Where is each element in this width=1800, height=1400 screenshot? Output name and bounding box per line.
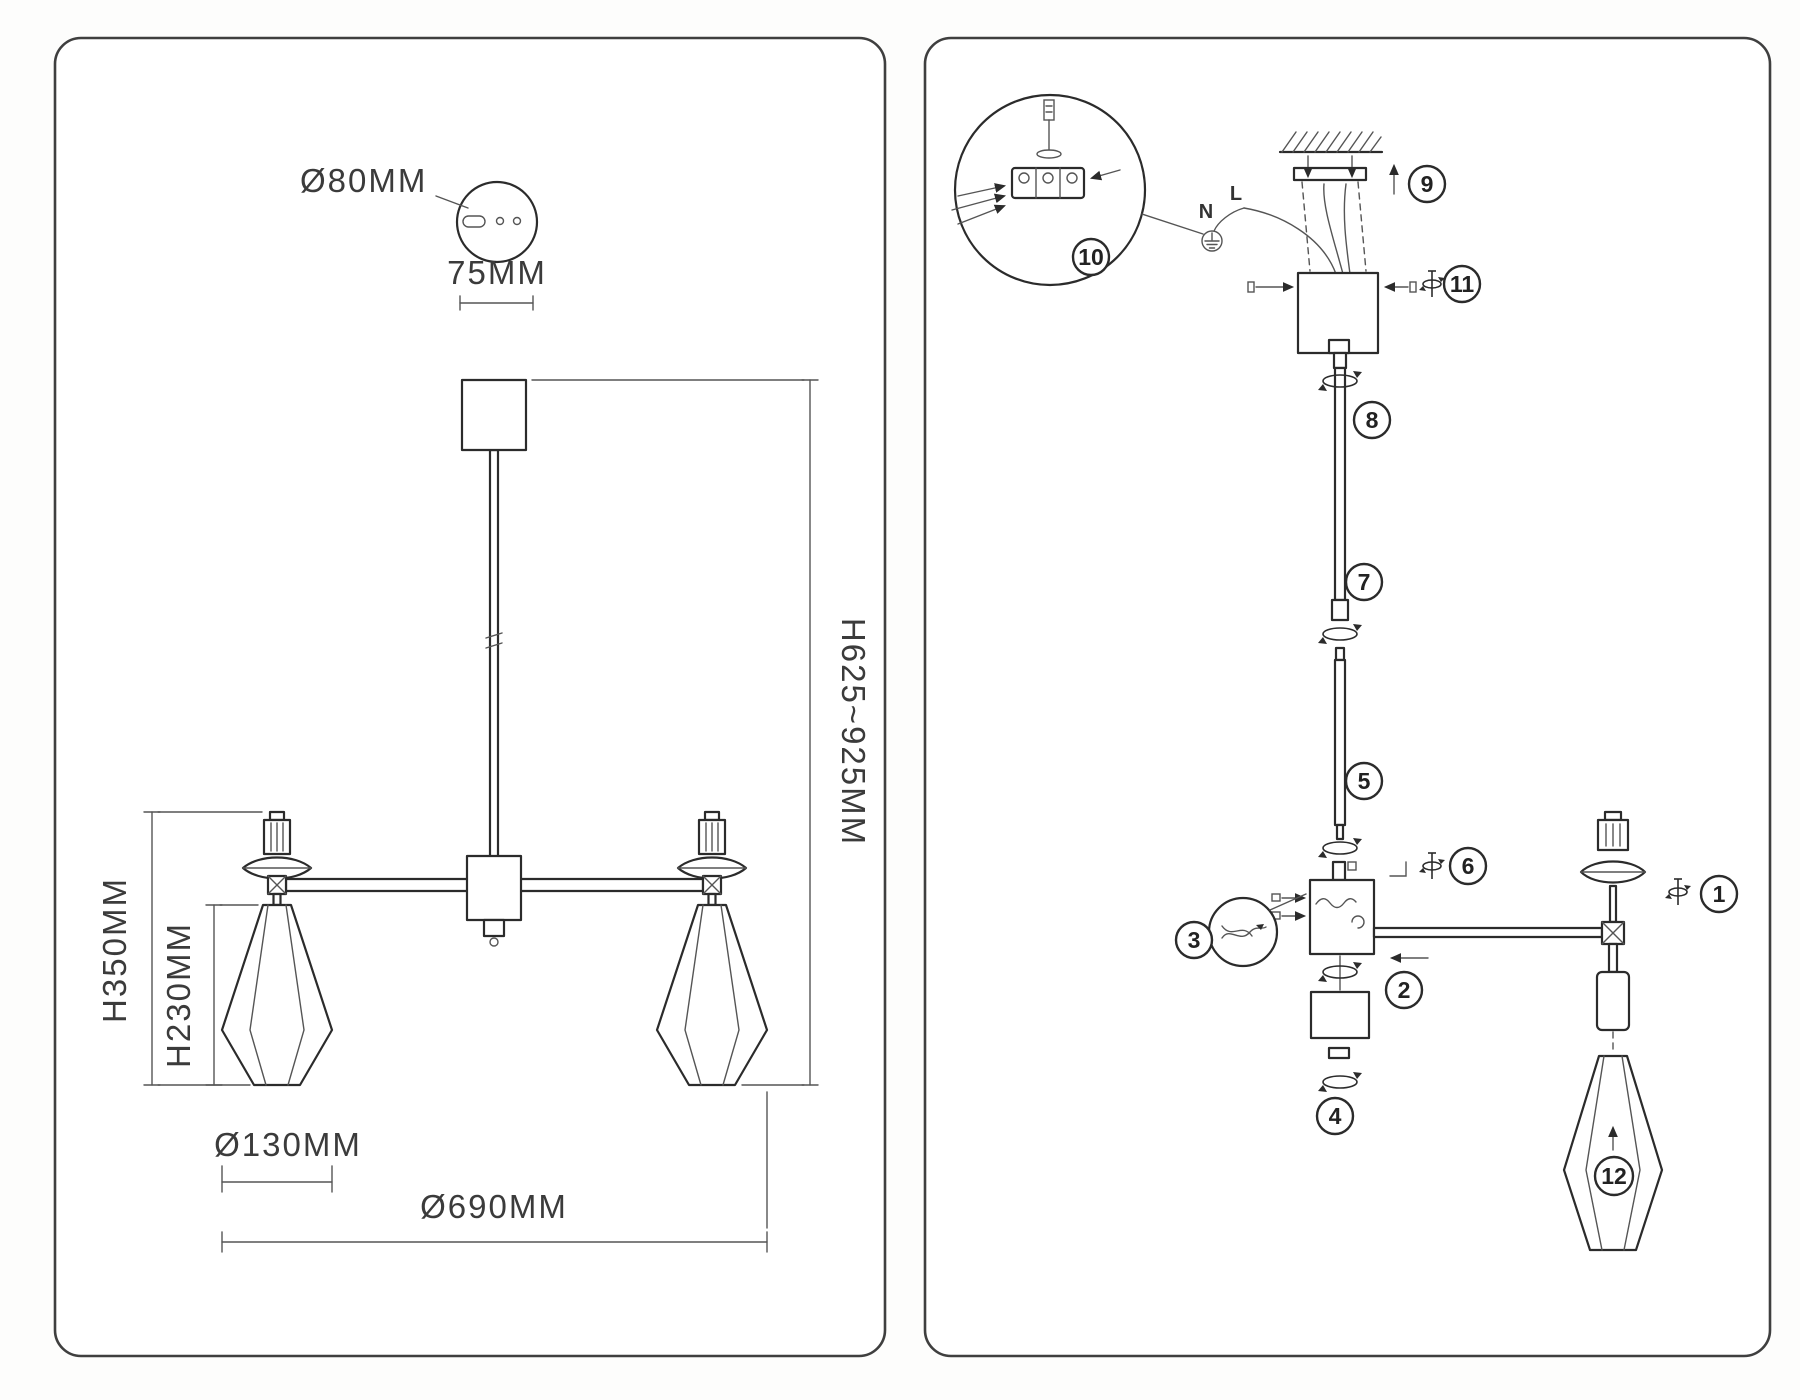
shade-diameter-dim-line: [221, 1165, 333, 1193]
lower-rod: [1333, 658, 1347, 827]
step-12-marker: 12: [1593, 1155, 1635, 1197]
wire-arrow-icon: [1089, 169, 1121, 181]
step-11-label: 11: [1450, 271, 1475, 297]
step-12-label: 12: [1601, 1163, 1627, 1189]
ground-symbol-icon: [1201, 230, 1223, 252]
overall-height-dim: [531, 379, 819, 1086]
assembly-drawing: N L: [951, 93, 1739, 1252]
step-9-marker: 9: [1407, 164, 1447, 204]
ceiling-canopy: [460, 378, 528, 452]
dimension-drawing: Ø80MM 75MM H625~925MM: [96, 162, 872, 1253]
dim-overall-diameter: Ø690MM: [420, 1188, 568, 1225]
step-6-marker: 6: [1448, 846, 1488, 886]
wire-label-live: L: [1230, 183, 1242, 205]
terminal-detail-bubble: [951, 93, 1204, 287]
dim-shade-height: H230MM: [160, 922, 197, 1068]
dim-overall-height: H625~925MM: [835, 618, 872, 846]
step-2-label: 2: [1398, 977, 1411, 1003]
dim-lamp-height: H350MM: [96, 877, 133, 1023]
center-hub: [465, 854, 523, 922]
arrow-icon: [1256, 924, 1264, 930]
canopy-width-dim-line: [459, 295, 534, 311]
step-3-label: 3: [1188, 927, 1201, 953]
step-9-label: 9: [1421, 171, 1434, 197]
hex-key-icon: [1389, 861, 1407, 877]
wire-arrow-icon: [951, 193, 1007, 211]
step-7-marker: 7: [1344, 562, 1384, 602]
dim-shade-diameter: Ø130MM: [214, 1126, 362, 1163]
step-5-marker: 5: [1344, 761, 1384, 801]
dim-canopy-diameter: Ø80MM: [300, 162, 427, 199]
lamp-height-dim: [143, 811, 263, 1086]
overall-diameter-dim-line: [221, 1091, 768, 1253]
wire-arrow-icon: [957, 204, 1006, 225]
step-3-marker: 3: [1174, 920, 1214, 960]
right-panel-frame: [923, 36, 1772, 1358]
central-body: [1271, 860, 1376, 956]
step-10-marker: 10: [1071, 237, 1111, 277]
glass-shade: [1562, 1054, 1664, 1252]
upper-rod: [1333, 366, 1347, 602]
wire-label-neutral: N: [1199, 201, 1213, 223]
lamp-assembly: [1372, 810, 1692, 1252]
lamp-arm: [1372, 926, 1604, 939]
set-screw-group: [1347, 852, 1446, 880]
canopy-top-view: [435, 180, 539, 264]
lower-cup-stack: [1309, 955, 1371, 1093]
step-8-label: 8: [1366, 407, 1379, 433]
step-1-marker: 1: [1699, 874, 1739, 914]
ceiling-hatch: [1278, 131, 1384, 154]
step-1-label: 1: [1713, 881, 1726, 907]
mounting-bracket: [1292, 155, 1399, 195]
rod-stack: [1317, 351, 1363, 859]
step-6-label: 6: [1462, 853, 1475, 879]
canopy-box: [1296, 271, 1380, 355]
stem-rod: [488, 448, 500, 860]
step-10-label: 10: [1078, 244, 1104, 270]
step-5-label: 5: [1358, 768, 1371, 794]
fixture-front-view: [220, 378, 769, 1087]
step-7-label: 7: [1358, 569, 1371, 595]
guide-line: [1301, 181, 1311, 272]
shade-height-dim: [205, 904, 259, 1086]
step-2-marker: 2: [1384, 970, 1424, 1010]
supply-wires: [1213, 183, 1351, 275]
step-4-label: 4: [1329, 1103, 1342, 1129]
step-8-marker: 8: [1352, 400, 1392, 440]
canopy-screws: [1247, 270, 1446, 298]
wire-arrow-icon: [957, 183, 1007, 197]
lamp-socket: [1595, 970, 1631, 1032]
dim-canopy-width: 75MM: [447, 254, 547, 291]
guide-line: [1357, 181, 1367, 272]
step-4-marker: 4: [1315, 1096, 1355, 1136]
step-11-marker: 11: [1442, 264, 1482, 304]
